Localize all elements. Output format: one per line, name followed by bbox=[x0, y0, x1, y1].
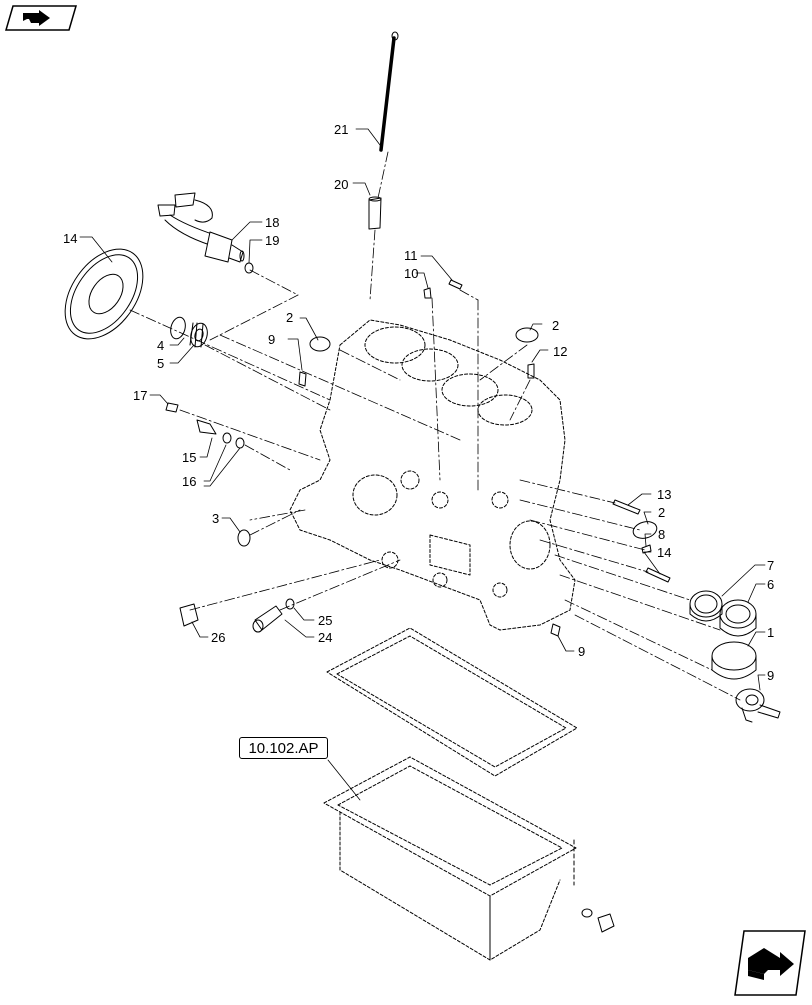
callout-11: 10 bbox=[404, 266, 418, 281]
callout-19: 17 bbox=[133, 388, 147, 403]
callout-10: 9 bbox=[268, 332, 275, 347]
callout-3: 3 bbox=[212, 511, 219, 526]
part-drain-plug[interactable] bbox=[573, 839, 615, 933]
part-oil-pan[interactable] bbox=[323, 756, 577, 961]
callout-24: 24 bbox=[318, 630, 332, 645]
reference-link[interactable]: 10.102.AP bbox=[239, 737, 328, 759]
callout-6: 6 bbox=[767, 577, 774, 592]
part-bushing-1[interactable] bbox=[711, 641, 757, 680]
part-oring[interactable] bbox=[285, 598, 295, 610]
part-pin-15[interactable] bbox=[645, 567, 671, 583]
callout-2c: 2 bbox=[658, 505, 665, 520]
part-pin-10[interactable] bbox=[298, 371, 307, 387]
part-engine-block[interactable] bbox=[289, 319, 576, 631]
part-plug-a[interactable] bbox=[309, 336, 331, 352]
part-plug-c[interactable] bbox=[631, 519, 658, 541]
part-dipstick-tube[interactable] bbox=[368, 196, 382, 230]
callout-9a: 8 bbox=[658, 527, 665, 542]
callout-14: 13 bbox=[657, 487, 671, 502]
part-pin-14[interactable] bbox=[612, 499, 641, 515]
callout-23: 21 bbox=[334, 122, 348, 137]
part-sensor[interactable] bbox=[157, 192, 245, 263]
part-pin-11[interactable] bbox=[423, 287, 432, 299]
callout-17: 15 bbox=[182, 450, 196, 465]
callout-12: 12 bbox=[553, 344, 567, 359]
forward-arrow-icon[interactable] bbox=[734, 930, 806, 996]
part-pin-13[interactable] bbox=[448, 279, 463, 290]
callout-20: 18 bbox=[265, 215, 279, 230]
callout-13: 11 bbox=[404, 248, 418, 263]
part-oil-pan-gasket[interactable] bbox=[326, 627, 578, 777]
part-washer[interactable] bbox=[244, 262, 254, 274]
back-arrow-icon[interactable] bbox=[5, 5, 77, 31]
part-bearing[interactable] bbox=[168, 316, 209, 349]
callout-5: 5 bbox=[157, 356, 164, 371]
part-bushing-7[interactable] bbox=[689, 590, 723, 622]
callout-21: 19 bbox=[265, 233, 279, 248]
part-ring[interactable] bbox=[237, 529, 251, 547]
part-shaft[interactable] bbox=[735, 688, 781, 723]
part-pin-9a[interactable] bbox=[641, 544, 652, 554]
part-oil-seal[interactable] bbox=[49, 235, 159, 354]
part-pipe[interactable] bbox=[252, 605, 283, 633]
callout-15: 14 bbox=[657, 545, 671, 560]
leader-lines bbox=[79, 128, 766, 801]
callout-2a: 2 bbox=[286, 310, 293, 325]
part-plug-b[interactable] bbox=[515, 327, 539, 343]
part-dipstick[interactable] bbox=[379, 31, 399, 152]
assembly-lines bbox=[129, 151, 741, 701]
part-plug-26[interactable] bbox=[179, 603, 199, 627]
callout-16: 14 bbox=[63, 231, 77, 246]
part-pin-9b[interactable] bbox=[550, 623, 561, 637]
callout-26: 26 bbox=[211, 630, 225, 645]
callout-2b: 2 bbox=[552, 318, 559, 333]
callout-4: 4 bbox=[157, 338, 164, 353]
callout-22: 20 bbox=[334, 177, 348, 192]
callout-9b: 9 bbox=[578, 644, 585, 659]
callout-8: 9 bbox=[767, 668, 774, 683]
part-fittings[interactable] bbox=[165, 402, 245, 449]
callout-1: 1 bbox=[767, 625, 774, 640]
callout-25: 25 bbox=[318, 613, 332, 628]
callout-18: 16 bbox=[182, 474, 196, 489]
callout-7: 7 bbox=[767, 558, 774, 573]
part-bushing-6[interactable] bbox=[719, 599, 757, 637]
